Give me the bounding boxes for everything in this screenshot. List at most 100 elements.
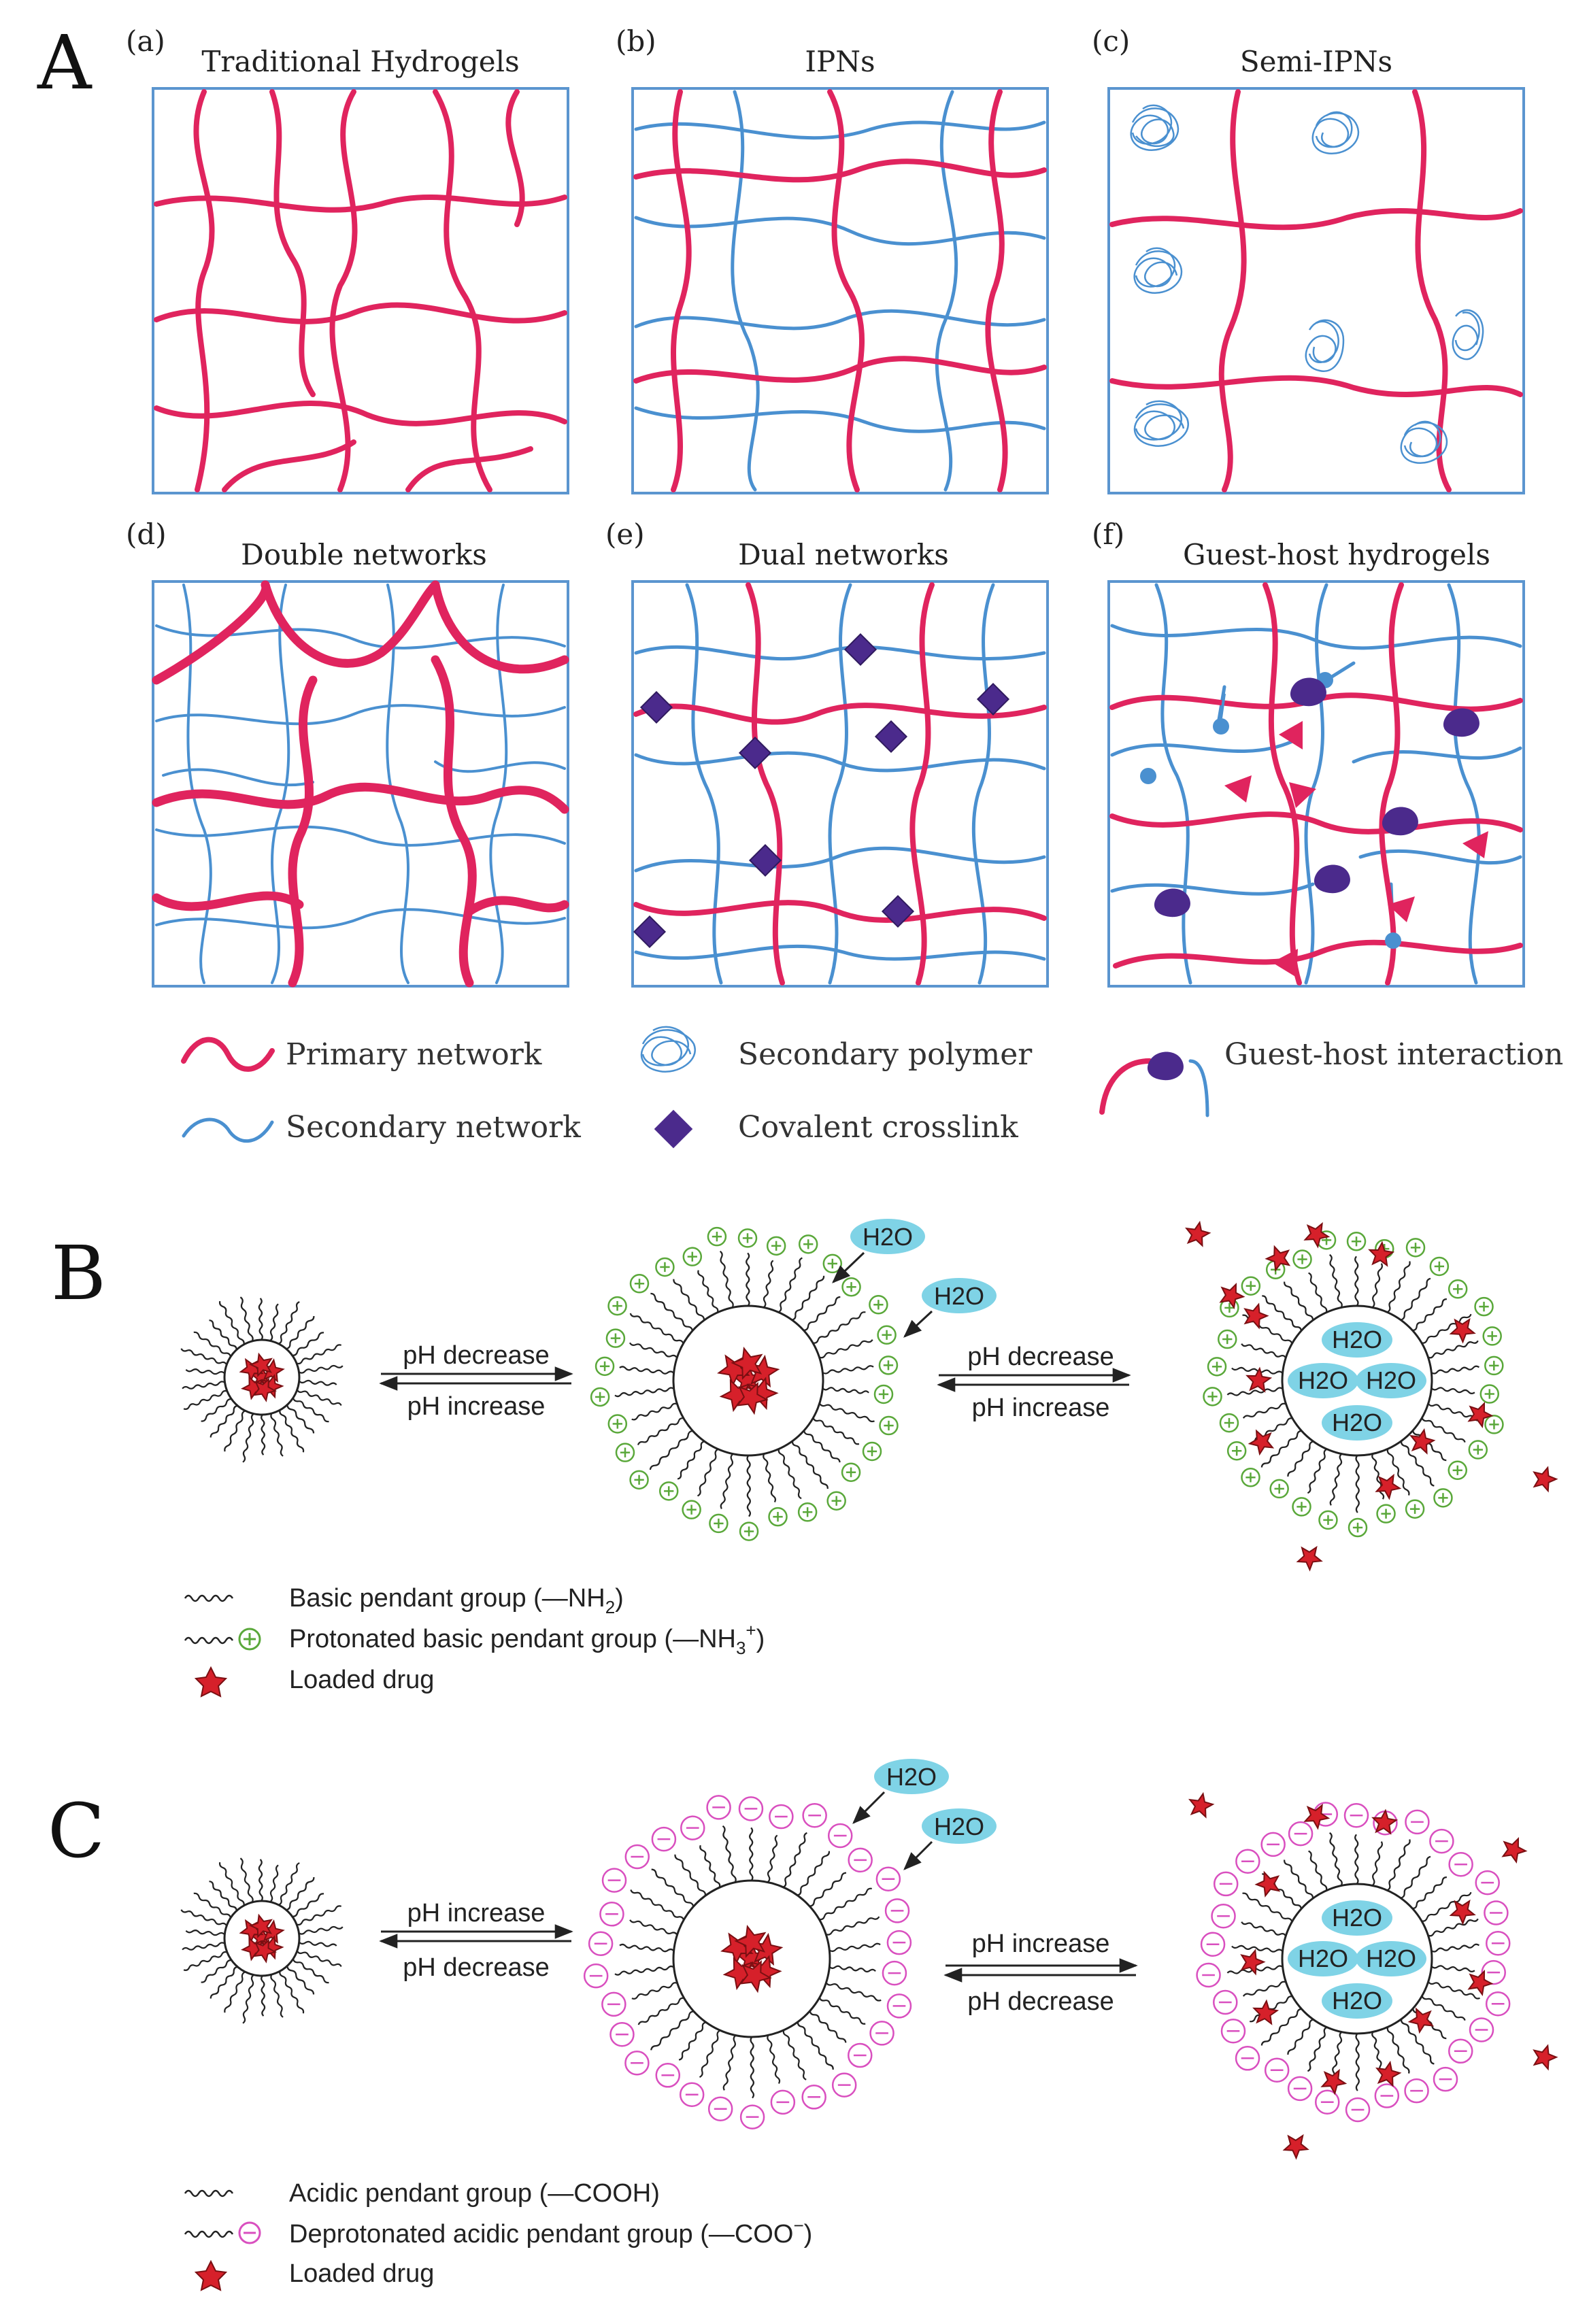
panel-b-arrow2-bottom: pH increase xyxy=(972,1394,1110,1422)
pendant-group xyxy=(1386,1839,1411,1891)
pendant-group xyxy=(697,1270,719,1313)
pendant-group xyxy=(720,1453,734,1509)
pendant-group xyxy=(242,1413,254,1463)
water-label: H2O xyxy=(1332,1409,1382,1436)
pendant-group xyxy=(239,1857,254,1903)
legend-guest-host-label: Guest-host interaction xyxy=(1224,1037,1563,1072)
pendant-group xyxy=(1355,1455,1360,1513)
pendant-group xyxy=(296,1344,342,1365)
panel-a-legend: Primary network Secondary network Second… xyxy=(181,1026,1563,1149)
panel-b-arrows-1: pH decrease pH increase xyxy=(379,1341,573,1421)
pendant-group xyxy=(286,1404,315,1434)
water-label: H2O xyxy=(1332,1326,1382,1353)
pendant-group xyxy=(182,1942,226,1951)
pendant-group xyxy=(629,1919,678,1936)
pendant-group xyxy=(292,1397,329,1423)
legend-guest-host-swatch xyxy=(1099,1051,1209,1117)
subpanel-f-title: Guest-host hydrogels xyxy=(1183,538,1490,571)
pendant-group xyxy=(722,2034,737,2091)
pendant-group xyxy=(674,1854,707,1896)
legend-secondary-polymer-swatch xyxy=(640,1026,696,1073)
pendant-group xyxy=(763,1260,774,1309)
pendant-group xyxy=(261,1975,266,2017)
pendant-group xyxy=(209,1881,237,1911)
panel-a-traditional xyxy=(152,87,569,494)
panel-b-arrow1-top: pH decrease xyxy=(403,1341,549,1370)
pendant-group xyxy=(1262,1295,1302,1331)
pendant-group xyxy=(298,1940,337,1947)
pendant-group xyxy=(767,1834,778,1883)
panel-c-water-1: H2O xyxy=(886,1763,937,1791)
pendant-group xyxy=(1400,1441,1435,1487)
pendant-group xyxy=(1412,1876,1447,1910)
pendant-group xyxy=(631,1982,678,2000)
pendant-group xyxy=(637,1417,684,1445)
pendant-group xyxy=(629,1342,678,1359)
pendant-group xyxy=(677,1441,705,1480)
pendant-group xyxy=(651,1868,695,1907)
pendant-group xyxy=(1427,1402,1480,1421)
legend-b-item-3: Loaded drug xyxy=(289,1666,434,1694)
pendant-group xyxy=(261,1414,266,1455)
pendant-group xyxy=(1412,1430,1447,1462)
pendant-group xyxy=(183,1390,228,1410)
pendant-group xyxy=(1354,1256,1359,1307)
panel-c-arrows-2: pH increase pH decrease xyxy=(943,1930,1138,2016)
pendant-group xyxy=(286,1315,315,1350)
pendant-group xyxy=(210,1966,238,1999)
pendant-group xyxy=(239,1296,254,1342)
pendant-group xyxy=(292,1958,329,1984)
drug-star-icon xyxy=(1449,1899,1476,1925)
pendant-group xyxy=(614,1965,675,1976)
pendant-group xyxy=(825,1982,882,2002)
drug-star-icon xyxy=(1219,1282,1245,1310)
pendant-group xyxy=(782,1832,807,1888)
drug-star-icon xyxy=(1254,1870,1281,1898)
pendant-group xyxy=(803,1430,841,1463)
panel-c-legend: Acidic pendant group (—COOH) Deprotonate… xyxy=(184,2179,812,2291)
pendant-group xyxy=(1428,1340,1479,1359)
drug-star-icon xyxy=(739,1959,772,1993)
pendant-group xyxy=(629,1313,684,1344)
pendant-group xyxy=(809,2010,847,2043)
pendant-group xyxy=(749,1827,754,1881)
pendant-group xyxy=(1260,1430,1302,1468)
pendant-group xyxy=(218,1300,245,1345)
panel-b-micelle-collapsed xyxy=(180,1296,344,1463)
panel-b-water-2: H2O xyxy=(934,1282,984,1310)
panel-a: (a) Traditional Hydrogels (b) IPNs (c) S… xyxy=(126,24,1563,1149)
pendant-group xyxy=(1386,1448,1410,1496)
drug-star-icon xyxy=(1407,2007,1435,2034)
pendant-group xyxy=(1412,1298,1447,1332)
legend-primary-swatch xyxy=(181,1037,275,1072)
pendant-group xyxy=(201,1398,232,1422)
pendant-group xyxy=(699,2030,721,2078)
pendant-group xyxy=(180,1909,228,1927)
covalent-crosslinks xyxy=(633,633,1010,949)
pendant-group xyxy=(1242,1892,1293,1922)
pendant-group xyxy=(182,1381,226,1390)
water-label: H2O xyxy=(1366,1366,1416,1394)
pendant-group xyxy=(296,1950,342,1968)
panel-c-water-2: H2O xyxy=(934,1813,984,1840)
panel-b-micelle-protonated xyxy=(590,1226,899,1541)
pendant-group xyxy=(1287,1441,1314,1477)
pendant-group xyxy=(812,1417,860,1445)
pendant-group xyxy=(791,1441,829,1489)
pendant-group xyxy=(286,1876,315,1911)
drug-star-icon xyxy=(1533,1466,1558,1493)
pendant-group xyxy=(242,1974,254,2024)
pendant-group xyxy=(224,1971,246,2013)
drug-star-icon xyxy=(1409,1428,1436,1455)
pendant-group xyxy=(1386,1261,1411,1313)
legend-b-item-1: Basic pendant group (—NH2) xyxy=(289,1584,624,1617)
drug-star-icon xyxy=(1303,1803,1331,1830)
pendant-group xyxy=(1287,2019,1314,2055)
pendant-group xyxy=(822,1365,874,1375)
pendant-group xyxy=(1329,1832,1343,1887)
pendant-group xyxy=(1329,1253,1343,1309)
secondary-polymer-coils xyxy=(1130,104,1484,465)
drug-star-icon xyxy=(1375,1473,1402,1500)
pendant-group xyxy=(1400,1277,1431,1321)
pendant-group xyxy=(1284,1281,1314,1321)
